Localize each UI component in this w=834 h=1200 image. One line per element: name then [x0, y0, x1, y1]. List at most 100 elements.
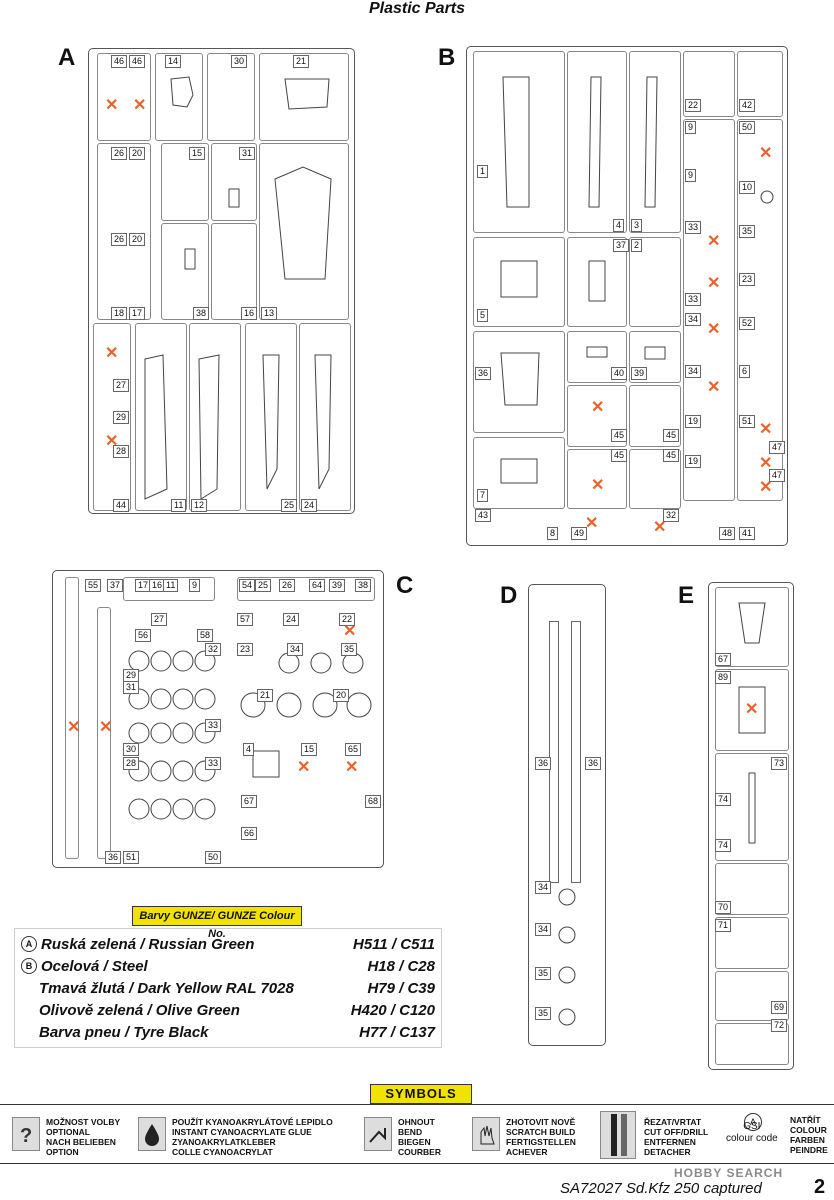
part-number: 29 [113, 411, 130, 424]
part-number: 40 [611, 367, 628, 380]
part-number: 46 [129, 55, 146, 68]
unused-part-mark: ✕ [707, 275, 721, 292]
watermark: HOBBY SEARCH [674, 1166, 784, 1180]
svg-text:?: ? [20, 1125, 32, 1147]
sprue-letter-d: D [500, 582, 518, 609]
part-number: 25 [255, 579, 272, 592]
part-number: 44 [113, 499, 130, 512]
part-number: 57 [237, 613, 254, 626]
part-number: 31 [239, 147, 256, 160]
part-number: 24 [301, 499, 318, 512]
sprue-d-parts [558, 888, 576, 1026]
sprue-a-parts [144, 76, 332, 500]
sprue-e: ✕ 67 89 73 74 74 70 71 69 72 [708, 582, 794, 1070]
symbols-header: SYMBOLS [370, 1084, 472, 1104]
part-number: 49 [571, 527, 588, 540]
page-title: Plastic Parts [368, 0, 466, 17]
part-number: 32 [663, 509, 680, 522]
part-number: 47 [769, 441, 786, 454]
part-number: 35 [341, 643, 358, 656]
cut-icon [600, 1111, 636, 1159]
part-number: 30 [231, 55, 248, 68]
part-number: 65 [345, 743, 362, 756]
part-number: 51 [739, 415, 756, 428]
part-number: 34 [287, 643, 304, 656]
unused-part-mark: ✕ [345, 759, 359, 776]
part-number: 26 [111, 233, 128, 246]
part-number: 11 [163, 579, 179, 592]
sprue-letter-c: C [396, 572, 414, 599]
part-number: 27 [151, 613, 168, 626]
part-number: 45 [611, 449, 628, 462]
part-number: 35 [739, 225, 756, 238]
part-number: 4 [243, 743, 255, 756]
part-number: 52 [739, 317, 756, 330]
unused-part-mark: ✕ [707, 379, 721, 396]
part-number: 34 [535, 923, 552, 936]
unused-part-mark: ✕ [591, 477, 605, 494]
part-number: 4 [613, 219, 625, 232]
part-number: 5 [477, 309, 489, 322]
part-number: 54 [239, 579, 256, 592]
part-number: 19 [685, 415, 702, 428]
part-number: 24 [283, 613, 300, 626]
part-number: 46 [111, 55, 128, 68]
unused-part-mark: ✕ [707, 233, 721, 250]
part-number: 34 [685, 365, 702, 378]
sprue-d: 36 36 34 34 35 35 [528, 584, 606, 1046]
part-number: 12 [191, 499, 208, 512]
part-number: 45 [611, 429, 628, 442]
part-number: 33 [205, 719, 222, 732]
sprue-b: ✕ ✕ ✕ ✕ ✕ ✕ ✕ ✕ ✕ ✕ ✕ ✕ 1 4 3 22 42 9 50… [466, 46, 788, 546]
part-number: 71 [715, 919, 732, 932]
part-number: 22 [685, 99, 702, 112]
part-number: 37 [107, 579, 124, 592]
part-number: 28 [123, 757, 140, 770]
part-number: 48 [719, 527, 736, 540]
part-number: 67 [241, 795, 258, 808]
colour-table-header: Barvy GUNZE/ GUNZE Colour No. [132, 906, 302, 940]
part-number: 26 [111, 147, 128, 160]
part-number: 47 [769, 469, 786, 482]
part-number: 43 [475, 509, 492, 522]
part-number: 45 [663, 449, 680, 462]
part-number: 9 [189, 579, 201, 592]
part-number: 18 [111, 307, 128, 320]
part-number: 2 [631, 239, 643, 252]
part-number: 30 [123, 743, 140, 756]
glue-drop-icon [138, 1117, 166, 1151]
unused-part-mark: ✕ [133, 97, 147, 114]
part-number: 36 [475, 367, 492, 380]
symbols-legend: ? MOŽNOST VOLBY OPTIONAL NACH BELIEBEN O… [0, 1104, 834, 1164]
sprue-b-parts [500, 76, 774, 484]
unused-part-mark: ✕ [759, 145, 773, 162]
part-number: 70 [715, 901, 732, 914]
part-number: 9 [685, 169, 697, 182]
part-number: 36 [535, 757, 552, 770]
unused-part-mark: ✕ [745, 701, 759, 718]
part-number: 33 [685, 293, 702, 306]
part-number: 73 [771, 757, 788, 770]
part-number: 66 [241, 827, 258, 840]
part-number: 21 [257, 689, 274, 702]
part-number: 6 [739, 365, 751, 378]
unused-part-mark: ✕ [759, 479, 773, 496]
part-number: 10 [739, 181, 756, 194]
part-number: 32 [205, 643, 222, 656]
sprue-c: ✕ ✕ ✕ ✕ ✕ 55 37 17 16 11 9 54 25 26 64 3… [52, 570, 384, 868]
bend-icon [364, 1117, 392, 1151]
part-number: 37 [613, 239, 630, 252]
part-number: 25 [281, 499, 298, 512]
unused-part-mark: ✕ [591, 399, 605, 416]
part-number: 11 [171, 499, 187, 512]
part-number: 34 [685, 313, 702, 326]
part-number: 31 [123, 681, 140, 694]
unused-part-mark: ✕ [343, 623, 357, 640]
part-number: 38 [355, 579, 372, 592]
part-number: 89 [715, 671, 732, 684]
part-number: 8 [547, 527, 559, 540]
part-number: 20 [129, 233, 146, 246]
part-number: 35 [535, 1007, 552, 1020]
sprue-letter-a: A [58, 44, 76, 71]
